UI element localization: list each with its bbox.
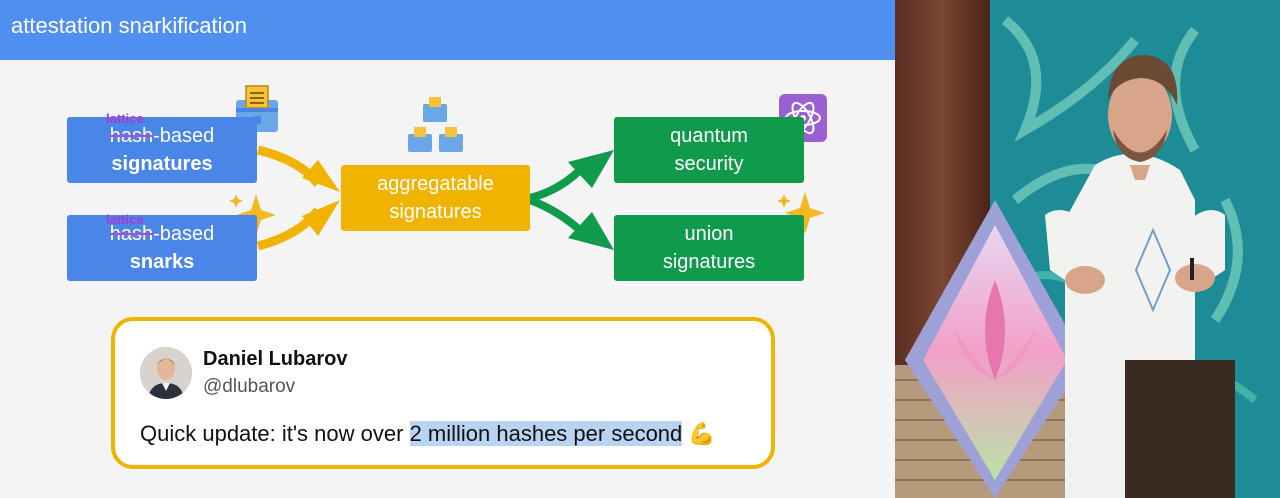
arrow-head-top (302, 160, 340, 192)
box-text: signatures (389, 201, 482, 223)
lattice-correction: lattice (106, 212, 144, 227)
diagram-graphics (229, 85, 827, 251)
tweet-text: Quick update: it's now over 2 million ha… (140, 421, 716, 447)
avatar (140, 347, 192, 399)
speaker-video (895, 0, 1280, 498)
arrow-head-union (568, 212, 614, 250)
author-handle: @dlubarov (203, 376, 296, 397)
box-text: signatures (111, 153, 213, 175)
ballot-boxes-icon (408, 97, 463, 152)
tweet-text-start: Quick update: it's now over (140, 421, 410, 446)
box-text: signatures (662, 251, 756, 273)
author-name: Daniel Lubarov (203, 348, 348, 370)
tweet-card: Daniel Lubarov @dlubarov Quick update: i… (111, 317, 775, 469)
lattice-correction: lattice (106, 111, 144, 126)
slide-title: attestation snarkification (11, 13, 248, 38)
aggregatable-signatures-box: aggregatable signatures (341, 165, 530, 231)
box-text: -based (153, 125, 215, 147)
struck-word: hash (109, 223, 154, 245)
flexed-biceps-icon: 💪 (688, 421, 716, 446)
box-text: aggregatable (377, 173, 494, 195)
speaker-scene (895, 0, 1280, 498)
arrow-head-bottom (302, 200, 340, 236)
arrow-head-quantum (568, 150, 614, 188)
slide-header: attestation snarkification (0, 0, 895, 60)
box-text: union (684, 223, 734, 245)
box-text: security (674, 153, 744, 175)
quantum-security-box: quantum security (614, 117, 804, 183)
union-signatures-box: union signatures (614, 215, 804, 281)
box-text: snarks (129, 251, 195, 273)
slide: attestation snarkification (0, 0, 895, 469)
tweet-text-highlight: 2 million hashes per second (409, 421, 683, 446)
hash-based-snarks-box: hash-based snarks (67, 215, 257, 281)
struck-word: hash (109, 125, 154, 147)
avatar-portrait (140, 347, 192, 399)
box-text: -based (153, 223, 215, 245)
box-text: quantum (670, 125, 748, 147)
hash-based-signatures-box: hash-based signatures (67, 117, 257, 183)
